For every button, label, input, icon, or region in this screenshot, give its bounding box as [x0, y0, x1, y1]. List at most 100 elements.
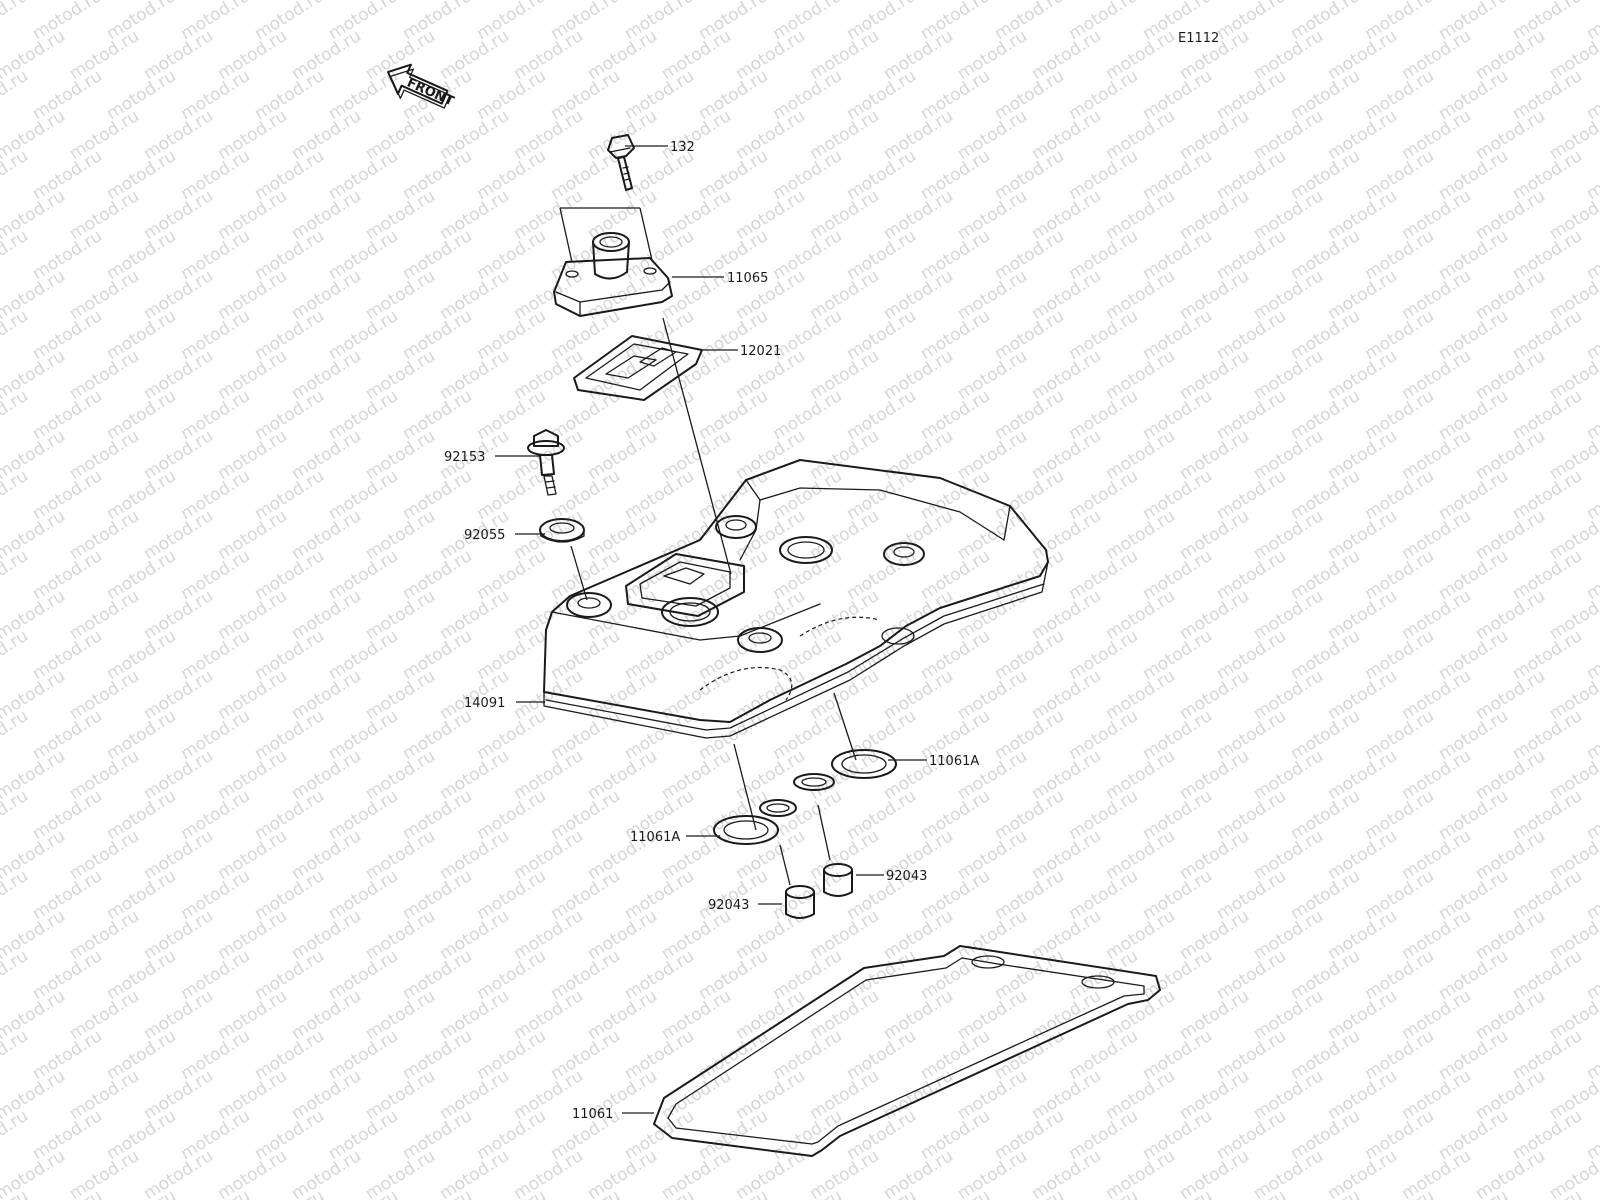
watermark-text: motod.ru	[251, 946, 328, 1004]
watermark-text: motod.ru	[103, 706, 180, 764]
watermark-text: motod.ru	[1102, 586, 1179, 644]
watermark-text: motod.ru	[1065, 546, 1142, 604]
watermark-text: motod.ru	[140, 906, 217, 964]
watermark-text: motod.ru	[510, 986, 587, 1044]
watermark-text: motod.ru	[1361, 946, 1438, 1004]
watermark-text: motod.ru	[103, 306, 180, 364]
watermark-text: motod.ru	[621, 946, 698, 1004]
watermark-text: motod.ru	[1102, 906, 1179, 964]
watermark-text: motod.ru	[1176, 586, 1253, 644]
bolt-132	[607, 134, 635, 191]
watermark-text: motod.ru	[806, 266, 883, 324]
watermark-text: motod.ru	[732, 1066, 809, 1124]
watermark-text: motod.ru	[880, 346, 957, 404]
watermark-text: motod.ru	[1509, 706, 1586, 764]
watermark-text: motod.ru	[658, 26, 735, 84]
watermark-text: motod.ru	[547, 226, 624, 284]
watermark-text: motod.ru	[1176, 426, 1253, 484]
watermark-text: motod.ru	[806, 426, 883, 484]
watermark-text: motod.ru	[1102, 746, 1179, 804]
watermark-text: motod.ru	[621, 1106, 698, 1164]
watermark-text: motod.ru	[1509, 226, 1586, 284]
watermark-text: motod.ru	[1361, 146, 1438, 204]
watermark-text: motod.ru	[1435, 466, 1512, 524]
watermark-text: motod.ru	[1213, 66, 1290, 124]
watermark-text: motod.ru	[806, 1146, 883, 1200]
watermark-text: motod.ru	[436, 1066, 513, 1124]
watermark-text: motod.ru	[140, 746, 217, 804]
watermark-text: motod.ru	[140, 266, 217, 324]
watermark-text: motod.ru	[1139, 466, 1216, 524]
watermark-text: motod.ru	[1398, 586, 1475, 644]
watermark-text: motod.ru	[510, 186, 587, 244]
watermark-text: motod.ru	[1472, 586, 1549, 644]
watermark-text: motod.ru	[1287, 306, 1364, 364]
watermark-text: motod.ru	[288, 586, 365, 644]
plug-gasket-left-11061A	[713, 799, 797, 845]
watermark-text: motod.ru	[658, 426, 735, 484]
watermark-text: motod.ru	[473, 626, 550, 684]
watermark-text: motod.ru	[103, 546, 180, 604]
watermark-text: motod.ru	[658, 186, 735, 244]
watermark-text: motod.ru	[1028, 666, 1105, 724]
watermark-text: motod.ru	[917, 306, 994, 364]
watermark-text: motod.ru	[1361, 226, 1438, 284]
watermark-text: motod.ru	[695, 866, 772, 924]
watermark-text: motod.ru	[769, 146, 846, 204]
watermark-text: motod.ru	[547, 1026, 624, 1084]
watermark-text: motod.ru	[399, 226, 476, 284]
watermark-text: motod.ru	[547, 786, 624, 844]
watermark-text: motod.ru	[1028, 586, 1105, 644]
watermark-text: motod.ru	[1065, 626, 1142, 684]
watermark-text: motod.ru	[1398, 986, 1475, 1044]
watermark-text: motod.ru	[658, 106, 735, 164]
label-11061A-left: 11061A	[630, 830, 680, 845]
watermark-text: motod.ru	[1028, 906, 1105, 964]
watermark-text: motod.ru	[1324, 506, 1401, 564]
watermark-text: motod.ru	[140, 106, 217, 164]
watermark-text: motod.ru	[140, 426, 217, 484]
label-14091: 14091	[464, 696, 505, 711]
watermark-text: motod.ru	[695, 946, 772, 1004]
watermark-text: motod.ru	[1065, 1106, 1142, 1164]
watermark-text: motod.ru	[954, 586, 1031, 644]
watermark-text: motod.ru	[843, 546, 920, 604]
watermark-text: motod.ru	[177, 786, 254, 844]
watermark-text: motod.ru	[1361, 706, 1438, 764]
watermark-text: motod.ru	[436, 186, 513, 244]
watermark-text: motod.ru	[1472, 506, 1549, 564]
watermark-text: motod.ru	[66, 1146, 143, 1200]
watermark-text: motod.ru	[1435, 146, 1512, 204]
watermark-text: motod.ru	[1435, 226, 1512, 284]
watermark-text: motod.ru	[473, 226, 550, 284]
watermark-text: motod.ru	[103, 946, 180, 1004]
watermark-text: motod.ru	[1176, 506, 1253, 564]
watermark-text: motod.ru	[1324, 186, 1401, 244]
breather-cover-11065	[553, 232, 673, 317]
watermark-text: motod.ru	[991, 146, 1068, 204]
watermark-text: motod.ru	[843, 786, 920, 844]
watermark-text: motod.ru	[732, 26, 809, 84]
watermark-text: motod.ru	[362, 346, 439, 404]
watermark-text: motod.ru	[1324, 906, 1401, 964]
watermark-text: motod.ru	[769, 66, 846, 124]
watermark-text: motod.ru	[880, 666, 957, 724]
watermark-text: motod.ru	[1361, 786, 1438, 844]
watermark-text: motod.ru	[1102, 826, 1179, 884]
watermark-text: motod.ru	[1028, 346, 1105, 404]
watermark-text: motod.ru	[880, 1146, 957, 1200]
watermark-text: motod.ru	[1065, 466, 1142, 524]
watermark-text: motod.ru	[436, 986, 513, 1044]
watermark-text: motod.ru	[1324, 266, 1401, 324]
watermark-text: motod.ru	[1435, 386, 1512, 444]
watermark-text: motod.ru	[1028, 506, 1105, 564]
watermark-text: motod.ru	[177, 146, 254, 204]
watermark-text: motod.ru	[510, 506, 587, 564]
watermark-text: motod.ru	[177, 866, 254, 924]
watermark-text: motod.ru	[695, 146, 772, 204]
watermark-text: motod.ru	[66, 746, 143, 804]
watermark-text: motod.ru	[1102, 1066, 1179, 1124]
watermark-text: motod.ru	[251, 1026, 328, 1084]
label-132: 132	[670, 140, 695, 155]
watermark-text: motod.ru	[325, 946, 402, 1004]
